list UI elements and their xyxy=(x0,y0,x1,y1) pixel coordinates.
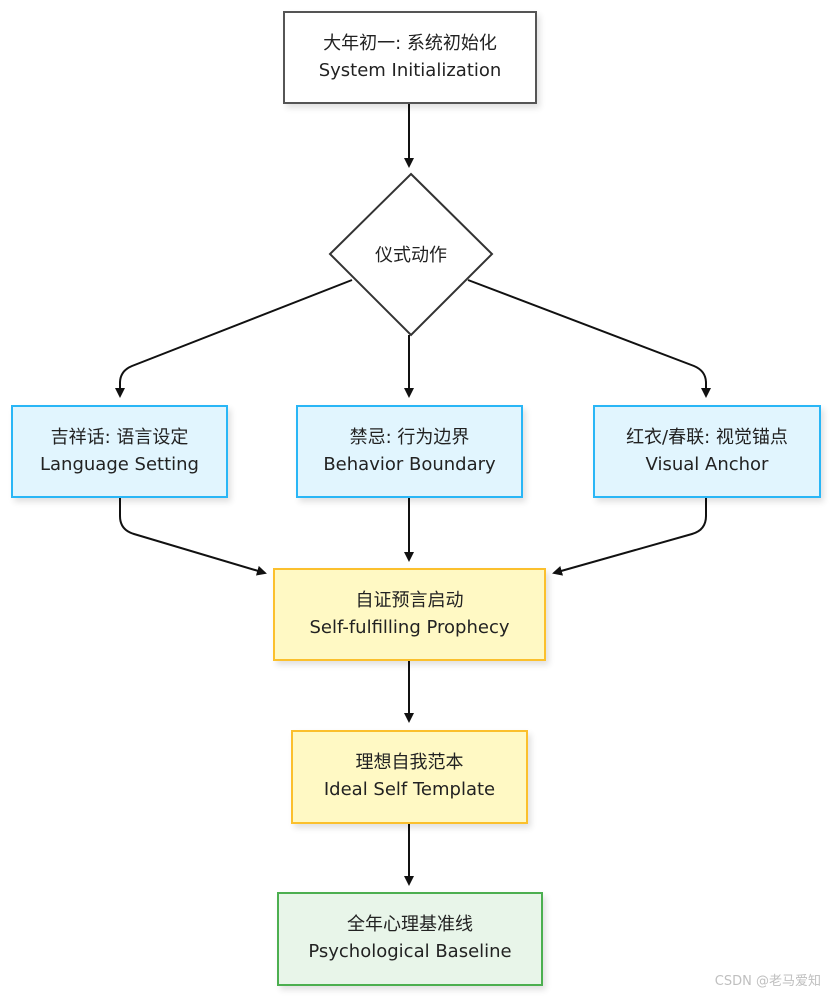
node-zh-label: 红衣/春联: 视觉锚点 xyxy=(626,426,788,448)
decision-label: 仪式动作 xyxy=(375,245,447,266)
edge-decision-to-visual xyxy=(467,279,711,398)
watermark: CSDN @老马爱知 xyxy=(714,974,821,989)
decision-diamond[interactable] xyxy=(328,172,494,337)
node-en-label: Language Setting xyxy=(39,453,199,475)
node-zh-label: 大年初一: 系统初始化 xyxy=(323,32,497,54)
node-en-label: Self-fulfilling Prophecy xyxy=(309,616,510,638)
node-en-label: Behavior Boundary xyxy=(323,453,496,475)
node-en-label: System Initialization xyxy=(318,59,502,81)
node-zh-label: 吉祥话: 语言设定 xyxy=(50,426,189,448)
edge-visual-to-prophecy xyxy=(552,498,707,576)
node-language-setting[interactable]: 吉祥话: 语言设定 Language Setting xyxy=(11,405,228,498)
node-system-initialization[interactable]: 大年初一: 系统初始化 System Initialization xyxy=(283,11,537,104)
node-en-label: Visual Anchor xyxy=(645,453,769,475)
edge-decision-to-language xyxy=(115,279,353,398)
node-self-fulfilling-prophecy[interactable]: 自证预言启动 Self-fulfilling Prophecy xyxy=(273,568,546,661)
edge-language-to-prophecy xyxy=(119,498,267,576)
node-zh-label: 禁忌: 行为边界 xyxy=(349,426,470,448)
node-zh-label: 全年心理基准线 xyxy=(347,914,473,935)
node-zh-label: 理想自我范本 xyxy=(355,752,464,773)
node-visual-anchor[interactable]: 红衣/春联: 视觉锚点 Visual Anchor xyxy=(593,405,821,498)
node-behavior-boundary[interactable]: 禁忌: 行为边界 Behavior Boundary xyxy=(296,405,523,498)
node-zh-label: 自证预言启动 xyxy=(355,589,464,611)
node-en-label: Ideal Self Template xyxy=(323,779,496,800)
node-en-label: Psychological Baseline xyxy=(308,941,512,962)
node-psychological-baseline[interactable]: 全年心理基准线 Psychological Baseline xyxy=(277,892,543,986)
node-ideal-self-template[interactable]: 理想自我范本 Ideal Self Template xyxy=(291,730,528,824)
